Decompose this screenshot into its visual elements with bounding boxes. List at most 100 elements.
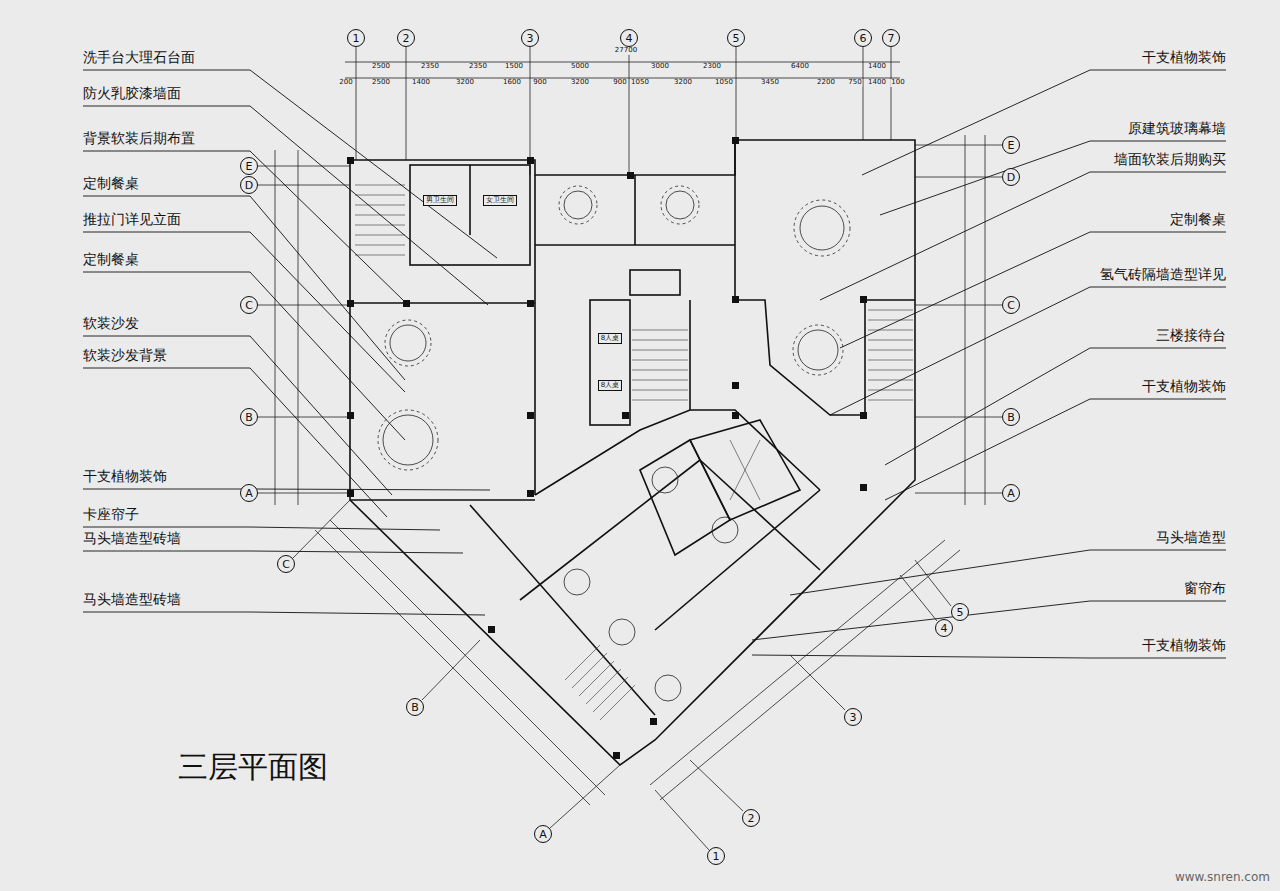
- dimension-text: 1600: [502, 79, 522, 87]
- dimension-text: 1400: [867, 63, 887, 71]
- callout-text: 推拉门详见立面: [83, 212, 181, 227]
- axis-bubble: B: [240, 408, 258, 426]
- axis-bubble: 4: [935, 619, 953, 637]
- callout-text: 马头墙造型: [1156, 530, 1226, 545]
- callout-text: 墙面软装后期购买: [1114, 152, 1226, 167]
- plan-title: 三层平面图: [178, 750, 328, 783]
- callout-text: 干支植物装饰: [1142, 50, 1226, 65]
- dimension-text: 2300: [702, 63, 722, 71]
- axis-bubble: A: [534, 825, 552, 843]
- callout-text: 软装沙发背景: [83, 348, 167, 363]
- axis-bubble: 1: [707, 847, 725, 865]
- axis-label: 1: [353, 33, 360, 44]
- axis-label: 2: [748, 813, 755, 824]
- axis-bubble: A: [1002, 484, 1020, 502]
- axis-label: D: [245, 180, 253, 191]
- callout-leaders: [83, 70, 1226, 658]
- dimension-text: 1050: [630, 79, 650, 87]
- axis-bubble: E: [1002, 136, 1020, 154]
- axis-bubble: 7: [882, 29, 900, 47]
- axis-label: 3: [527, 33, 534, 44]
- dimension-text: 27700: [614, 47, 638, 55]
- callout-text: 卡座帘子: [83, 507, 139, 522]
- dimension-text: 3200: [673, 79, 693, 87]
- axis-bubble: B: [1002, 408, 1020, 426]
- dimension-text: 3000: [650, 63, 670, 71]
- room-name: 8人桌: [601, 382, 619, 389]
- callout-text: 洗手台大理石台面: [83, 50, 195, 65]
- axis-bubble: 5: [727, 29, 745, 47]
- axis-bubble: 3: [521, 29, 539, 47]
- watermark: www.snren.com: [1175, 871, 1270, 884]
- callout-text: 定制餐桌: [83, 252, 139, 267]
- axis-bubble: A: [240, 484, 258, 502]
- dimension-text: 100: [890, 79, 905, 87]
- axis-bubble: 5: [951, 603, 969, 621]
- dimension-text: 1050: [714, 79, 734, 87]
- dimension-text: 2500: [371, 63, 391, 71]
- axis-label: 2: [403, 33, 410, 44]
- axis-label: B: [245, 412, 253, 423]
- axis-bubble: 3: [844, 708, 862, 726]
- callout-text: 氢气砖隔墙造型详见: [1100, 267, 1226, 282]
- axis-label: 6: [860, 33, 867, 44]
- round-tables: [378, 186, 850, 701]
- callout-text: 干支植物装饰: [1142, 379, 1226, 394]
- room-sign: 8人桌: [598, 333, 622, 344]
- axis-label: 7: [888, 33, 895, 44]
- axis-label: E: [1008, 140, 1015, 151]
- axis-bubble: D: [240, 176, 258, 194]
- axis-label: E: [246, 161, 253, 172]
- callout-text: 定制餐桌: [1170, 212, 1226, 227]
- axis-label: 4: [626, 33, 633, 44]
- columns: [347, 137, 867, 759]
- dimension-text: 3200: [455, 79, 475, 87]
- room-sign: 8人桌: [598, 380, 622, 391]
- axis-label: C: [245, 300, 253, 311]
- axis-label: 5: [957, 607, 964, 618]
- axis-bubble: 6: [854, 29, 872, 47]
- dimension-text: 1400: [411, 79, 431, 87]
- dimension-text: 3450: [760, 79, 780, 87]
- axis-label: B: [1007, 412, 1015, 423]
- axis-label: D: [1007, 172, 1015, 183]
- callout-text: 干支植物装饰: [1142, 638, 1226, 653]
- axis-bubble: 1: [347, 29, 365, 47]
- dimension-text: 2500: [371, 79, 391, 87]
- axis-bubble: 2: [742, 809, 760, 827]
- axis-label: A: [245, 488, 253, 499]
- axis-bubble: C: [240, 296, 258, 314]
- axis-label: B: [411, 702, 419, 713]
- dimension-text: 5000: [570, 63, 590, 71]
- axis-label: C: [1007, 300, 1015, 311]
- dimension-text: 6400: [790, 63, 810, 71]
- room-sign: 男卫生间: [423, 195, 457, 206]
- dimension-text: 2350: [468, 63, 488, 71]
- dimension-text: 750: [847, 79, 862, 87]
- dimension-text: 1400: [867, 79, 887, 87]
- callout-text: 马头墙造型砖墙: [83, 592, 181, 607]
- axis-label: 4: [941, 623, 948, 634]
- callout-text: 三楼接待台: [1156, 328, 1226, 343]
- axis-bubble: B: [406, 698, 424, 716]
- dimension-text: 2200: [816, 79, 836, 87]
- dimension-text: 1500: [504, 63, 524, 71]
- axis-label: 3: [850, 712, 857, 723]
- callout-text: 定制餐桌: [83, 176, 139, 191]
- axis-label: 1: [713, 851, 720, 862]
- axis-bubble: C: [277, 555, 295, 573]
- callout-text: 窗帘布: [1184, 581, 1226, 596]
- axis-label: 5: [733, 33, 740, 44]
- callout-text: 防火乳胶漆墙面: [83, 86, 181, 101]
- dimension-text: 3200: [570, 79, 590, 87]
- room-sign: 女卫生间: [483, 195, 517, 206]
- callout-text: 软装沙发: [83, 316, 139, 331]
- axis-label: A: [1007, 488, 1015, 499]
- callout-text: 背景软装后期布置: [83, 131, 195, 146]
- stairs: [355, 185, 913, 720]
- room-name: 男卫生间: [426, 197, 454, 204]
- axis-label: C: [282, 559, 290, 570]
- dimension-text: 2350: [420, 63, 440, 71]
- callout-text: 原建筑玻璃幕墙: [1128, 121, 1226, 136]
